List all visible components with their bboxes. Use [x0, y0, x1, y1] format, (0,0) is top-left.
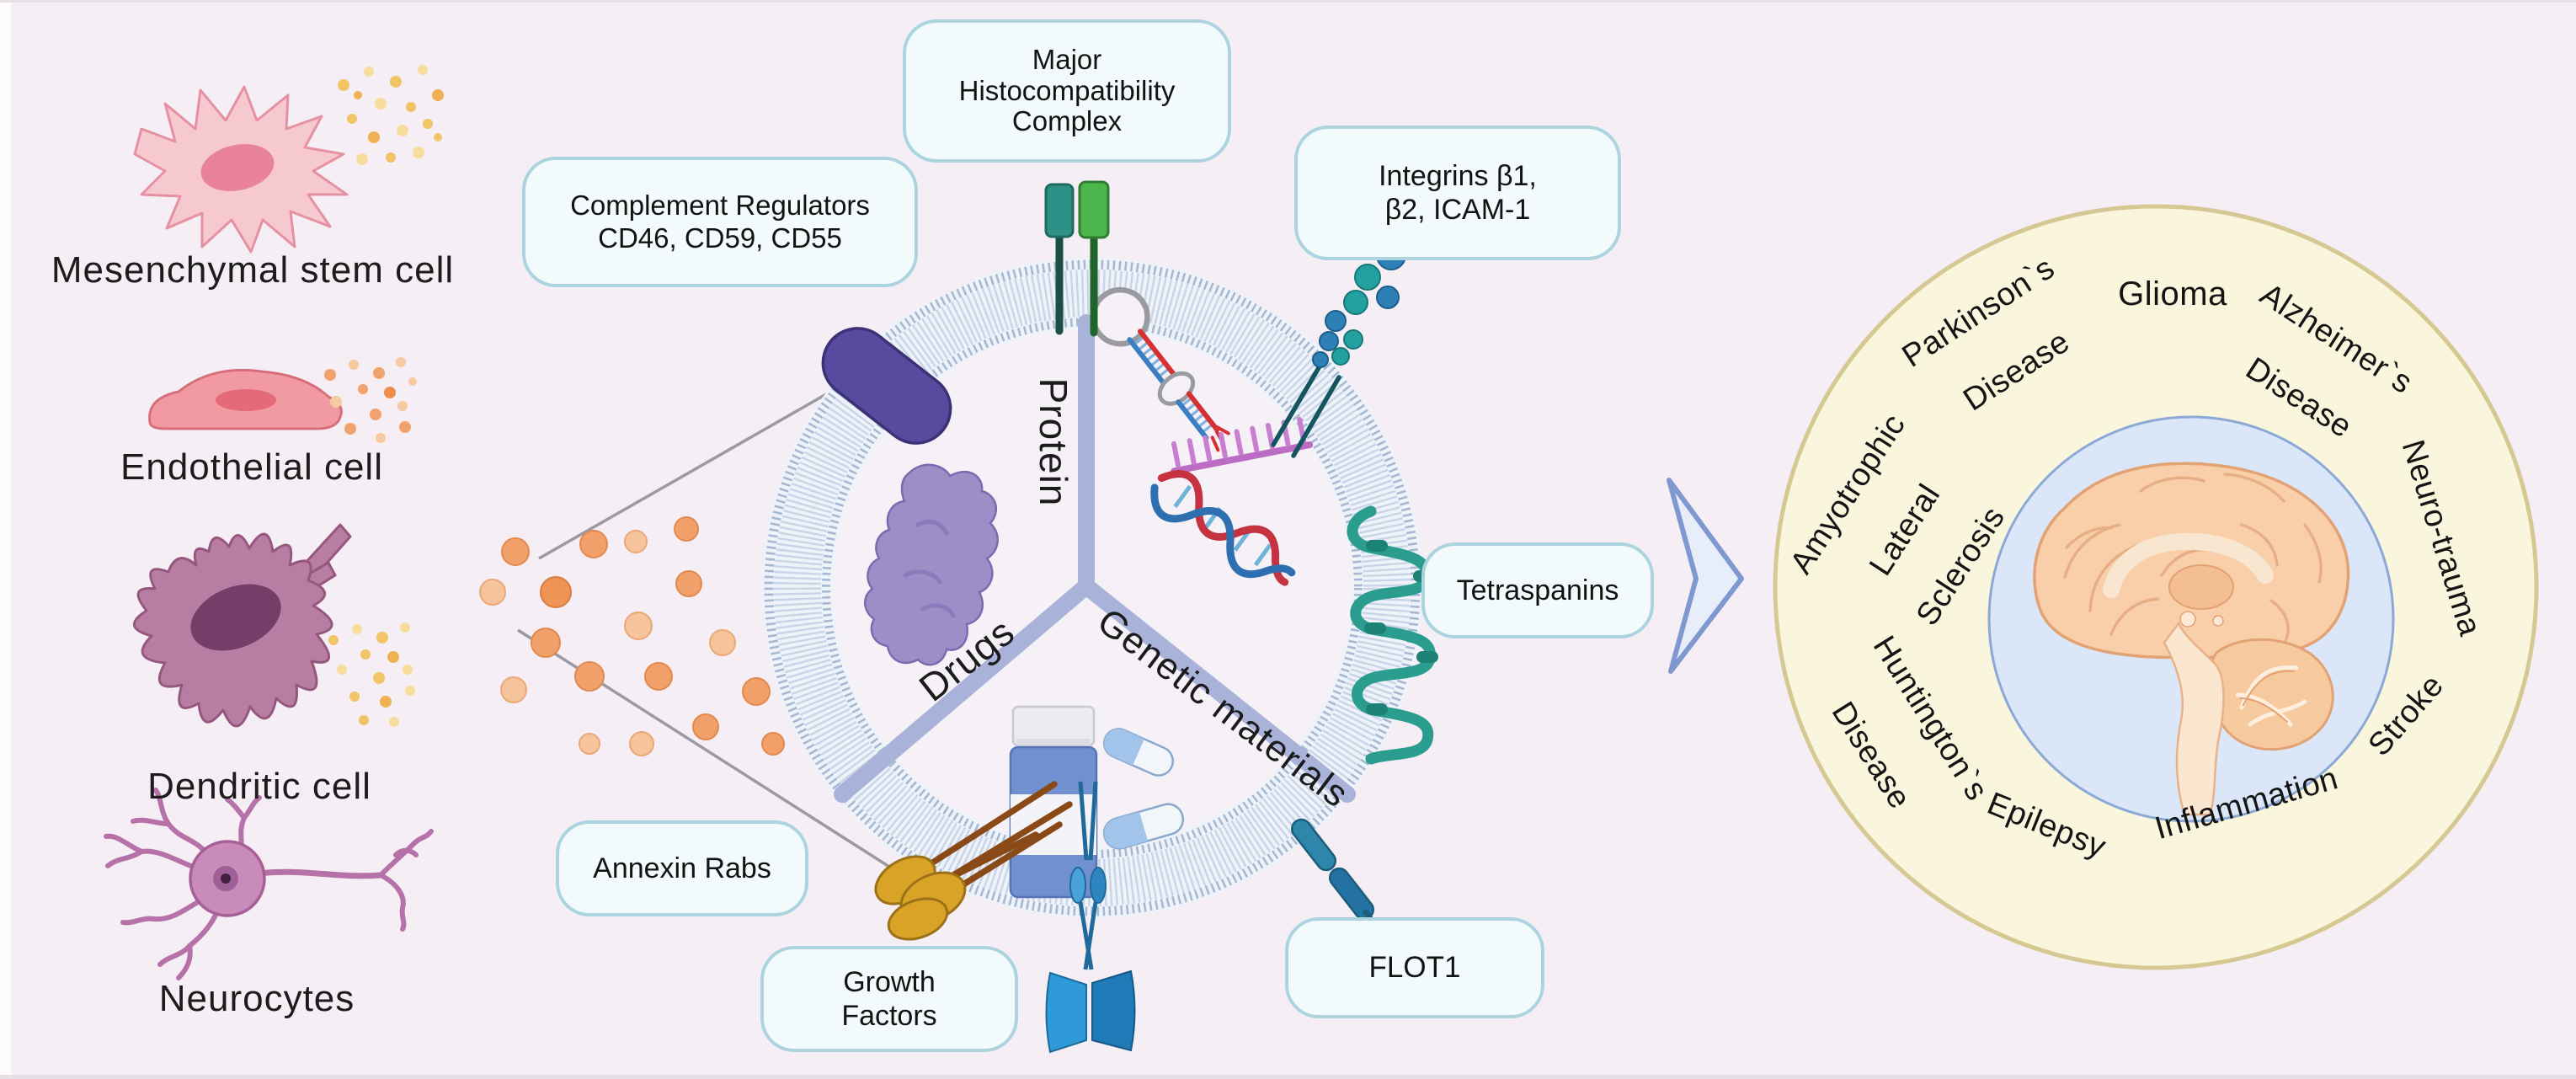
- msc-exosome-dots: [338, 65, 444, 165]
- callout-complement-regulators: Complement Regulators CD46, CD59, CD55: [522, 157, 918, 287]
- dendritic-cell-icon: [133, 523, 352, 728]
- arrow-icon: [1667, 478, 1744, 674]
- label-endothelial-cell: Endothelial cell: [120, 446, 383, 488]
- brain-icon: [2033, 462, 2350, 816]
- endothelial-cell-icon: [148, 368, 343, 430]
- dendritic-exosome-dots: [328, 622, 415, 727]
- callout-integrins: Integrins β1, β2, ICAM-1: [1294, 126, 1621, 260]
- diagram-art: [104, 65, 2539, 1054]
- capsule-icon: [1102, 728, 1175, 777]
- callout-flot1: FLOT1: [1285, 917, 1544, 1018]
- sector-divider: [834, 314, 1356, 803]
- mirna-icon: [1171, 416, 1314, 475]
- rna-hairpin-icon: [1091, 286, 1230, 457]
- mhc-receptor-icon: [1044, 180, 1110, 337]
- callout-annexin-rabs: Annexin Rabs: [556, 820, 808, 916]
- complement-regulator-icon: [821, 327, 952, 445]
- endothelial-exosome-dots: [324, 357, 417, 443]
- callout-mhc: Major Histocompatibility Complex: [903, 19, 1231, 163]
- annexin-rabs-icon: [874, 781, 1073, 941]
- exosome-cluster: [479, 516, 785, 756]
- sector-label-protein: Protein: [1032, 377, 1075, 507]
- mesenchymal-stem-cell-icon: [133, 85, 349, 254]
- pill-bottle-icon: [1009, 705, 1098, 899]
- protein-blob-icon: [864, 463, 999, 666]
- callout-tetraspanins: Tetraspanins: [1421, 542, 1654, 638]
- integrin-icon: [1271, 240, 1406, 458]
- neurocyte-icon: [104, 788, 434, 980]
- disease-glioma: Glioma: [2118, 275, 2227, 312]
- growth-factor-receptor-icon: [1045, 781, 1136, 1054]
- capsule-icon: [1102, 803, 1185, 850]
- label-mesenchymal-stem-cell: Mesenchymal stem cell: [51, 249, 455, 291]
- dna-helix-icon: [1150, 470, 1296, 586]
- callout-growth-factors: Growth Factors: [760, 946, 1018, 1052]
- label-neurocytes: Neurocytes: [158, 978, 355, 1019]
- label-dendritic-cell: Dendritic cell: [147, 766, 371, 807]
